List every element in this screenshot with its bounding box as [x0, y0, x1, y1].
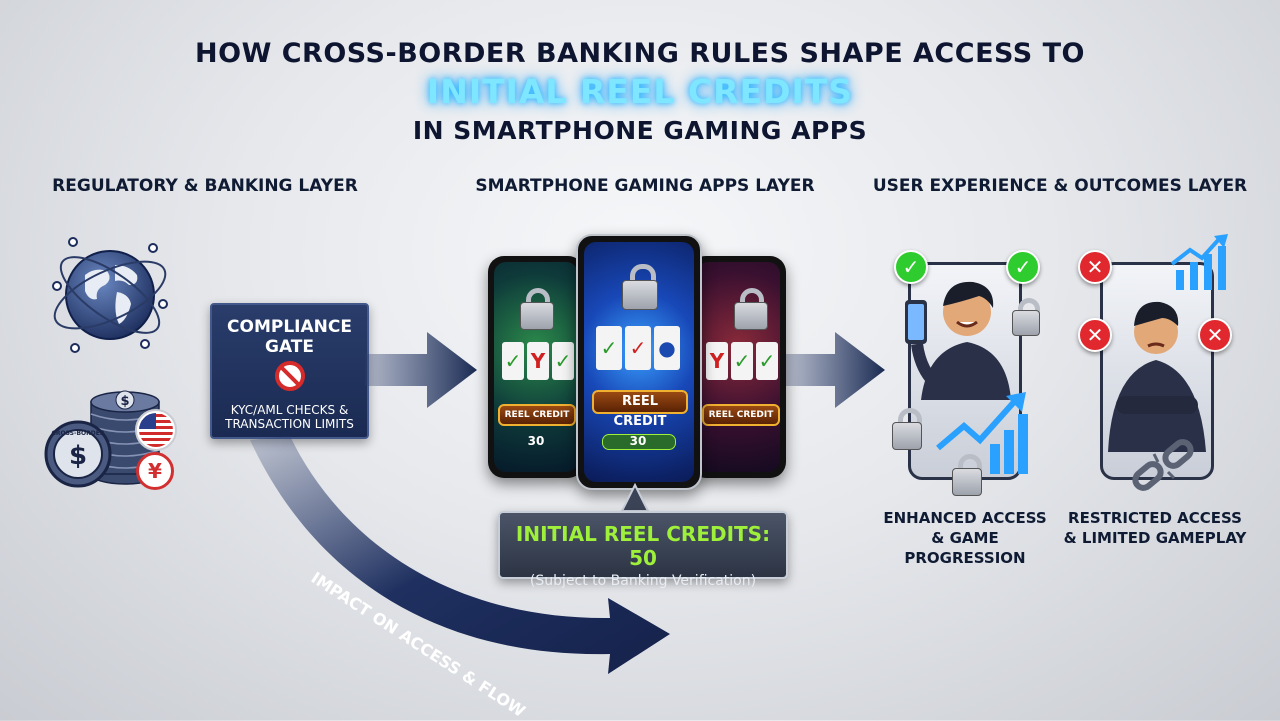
reel-credit-label-left: REEL CREDIT: [498, 404, 576, 426]
cross-icon: ✕: [1078, 318, 1112, 352]
broken-chain-icon: [1132, 439, 1194, 491]
growth-chart-icon: [1170, 234, 1228, 290]
coin-stack-icon: $ $: [44, 390, 160, 488]
layer-heading-apps: SMARTPHONE GAMING APPS LAYER: [475, 176, 815, 196]
phone-left-number: 30: [527, 434, 545, 448]
title-line-3: IN SMARTPHONE GAMING APPS: [412, 116, 868, 145]
phone-right: Y ✓ ✓ REEL CREDIT: [690, 256, 786, 478]
lock-icon: [1012, 310, 1040, 336]
gate-sub-line-2: TRANSACTION LIMITS: [225, 417, 354, 431]
credits-pointer: [620, 483, 650, 512]
outcome-enhanced-label: ENHANCED ACCESS & GAME PROGRESSION: [870, 508, 1060, 568]
lock-icon: [734, 302, 768, 330]
lock-icon: [520, 302, 554, 330]
outcome-restricted-line-2: & LIMITED GAMEPLAY: [1063, 529, 1247, 547]
lock-icon: [622, 280, 658, 310]
svg-text:$: $: [69, 441, 87, 471]
prohibited-icon: [274, 361, 305, 391]
sad-user-icon: [1108, 301, 1206, 452]
layer-heading-outcomes: USER EXPERIENCE & OUTCOMES LAYER: [872, 176, 1248, 196]
check-icon: ✓: [894, 250, 928, 284]
initial-credits-value: INITIAL REEL CREDITS: 50: [515, 522, 771, 570]
flow-arrow: [250, 436, 670, 674]
gate-title-line-2: GATE: [265, 337, 314, 357]
layer-heading-regulatory: REGULATORY & BANKING LAYER: [52, 176, 358, 196]
arrow-to-outcomes: [775, 332, 885, 408]
cross-icon: ✕: [1078, 250, 1112, 284]
coin-dollar-symbol: $: [120, 394, 129, 409]
compliance-gate: COMPLIANCE GATE KYC/AML CHECKS & TRANSAC…: [210, 303, 369, 439]
reel-credit-label-right: REEL CREDIT: [702, 404, 780, 426]
globe-icon: [52, 237, 168, 353]
cross-icon: ✕: [1198, 318, 1232, 352]
initial-credits-note: (Subject to Banking Verification): [529, 573, 757, 589]
phone-center-number: 30: [629, 434, 647, 448]
outcome-restricted-label: RESTRICTED ACCESS & LIMITED GAMEPLAY: [1060, 508, 1250, 548]
lock-icon: [892, 422, 922, 450]
phone-left: ✓ Y ✓ REEL CREDIT 30: [488, 256, 584, 478]
outcome-enhanced-line-2: & GAME PROGRESSION: [904, 529, 1026, 567]
title-highlight: INITIAL REEL CREDITS: [426, 72, 854, 111]
us-flag-icon: [135, 409, 177, 451]
title-line-1: HOW CROSS-BORDER BANKING RULES SHAPE ACC…: [195, 38, 1085, 69]
outcome-restricted-line-1: RESTRICTED ACCESS: [1068, 509, 1242, 527]
outcome-enhanced-line-1: ENHANCED ACCESS: [883, 509, 1047, 527]
happy-user-icon: [905, 281, 1011, 400]
gate-sub-line-1: KYC/AML CHECKS &: [230, 403, 349, 417]
growth-chart-icon: [936, 392, 1028, 474]
check-icon: ✓: [1006, 250, 1040, 284]
initial-credits-box: INITIAL REEL CREDITS: 50 (Subject to Ban…: [498, 511, 788, 589]
yen-coin-icon: ¥: [136, 452, 174, 490]
lock-icon: [952, 468, 982, 496]
gate-title-line-1: COMPLIANCE: [227, 317, 352, 337]
coin-stamp-text: CROSS-BORDER: [51, 430, 105, 437]
phone-center: ✓ ✓ ● REEL CREDIT 30: [576, 234, 702, 490]
reel-credit-label-center: REEL CREDIT: [592, 390, 688, 429]
arrow-to-apps: [365, 332, 477, 408]
